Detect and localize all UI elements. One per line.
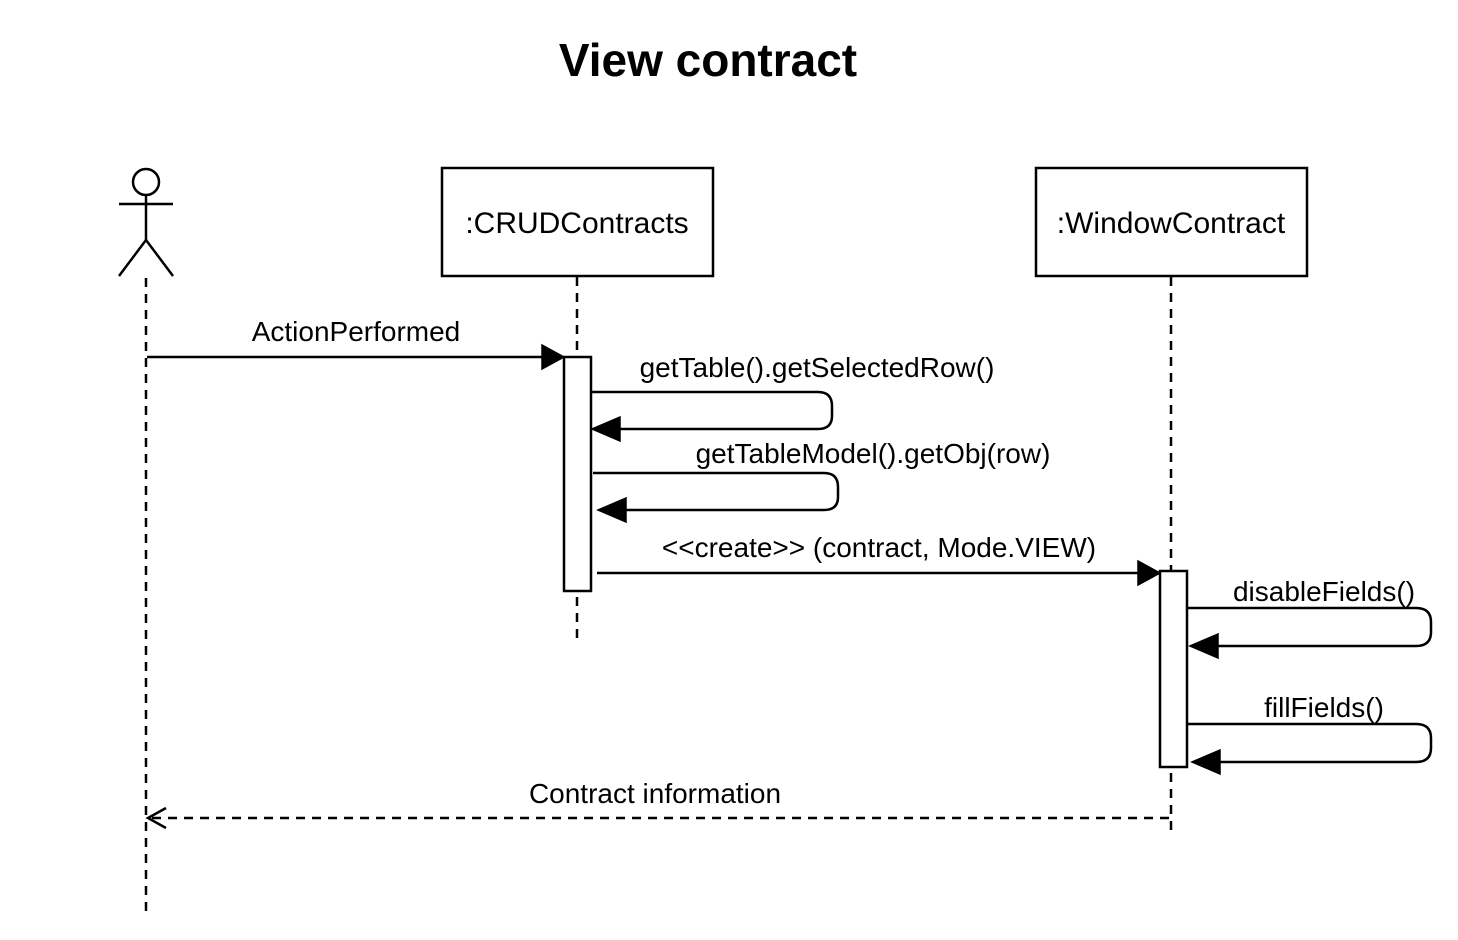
message-create: <<create>> (contract, Mode.VIEW): [597, 532, 1162, 587]
message-label: getTable().getSelectedRow(): [640, 352, 995, 383]
message-action-performed: ActionPerformed: [147, 316, 566, 371]
crud-contracts-activation: [562, 355, 593, 593]
window-contract-activation: [1158, 569, 1189, 769]
participant-crud-contracts-label: :CRUDContracts: [465, 207, 688, 240]
message-get-obj: getTableModel().getObj(row): [593, 438, 1051, 524]
message-label: getTableModel().getObj(row): [696, 438, 1051, 469]
message-label: Contract information: [529, 778, 781, 809]
message-disable-fields: disableFields(): [1187, 576, 1433, 660]
participant-window-contract: :WindowContract: [1034, 166, 1309, 278]
actor-figure: [118, 167, 174, 277]
diagram-title: View contract: [559, 34, 857, 86]
message-label: fillFields(): [1264, 692, 1384, 723]
message-label: <<create>> (contract, Mode.VIEW): [662, 532, 1096, 563]
message-get-selected-row: getTable().getSelectedRow(): [590, 352, 995, 443]
message-fill-fields: fillFields(): [1187, 692, 1433, 776]
message-contract-information: Contract information: [145, 778, 1169, 830]
message-label: disableFields(): [1233, 576, 1415, 607]
participant-crud-contracts: :CRUDContracts: [440, 166, 715, 278]
message-label: ActionPerformed: [252, 316, 461, 347]
participant-window-contract-label: :WindowContract: [1057, 207, 1286, 240]
